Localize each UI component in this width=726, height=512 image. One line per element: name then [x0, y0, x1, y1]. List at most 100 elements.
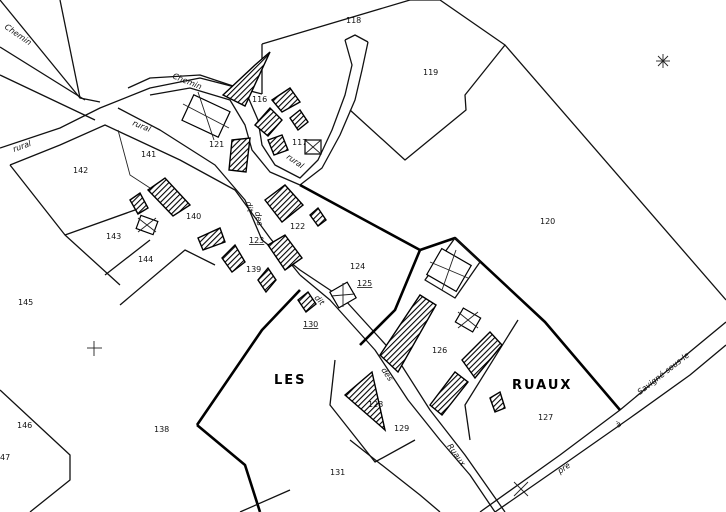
building-126-b — [461, 330, 503, 380]
structure-117-box — [304, 139, 322, 155]
road-label-des-2: des — [379, 366, 395, 383]
boundary-nw — [59, 0, 101, 103]
road-loop-outer — [127, 39, 353, 179]
road-main-north-edge — [0, 77, 263, 149]
boundary-138-131 — [196, 424, 262, 512]
parcel-121-label: 121 — [209, 140, 224, 149]
building-122-b — [309, 206, 327, 227]
boundary-128-129 — [329, 359, 416, 463]
structure-121-box — [181, 91, 231, 141]
road-savigne-edge-b — [494, 344, 726, 512]
locality-word-les: LES — [274, 373, 307, 388]
building-116-c — [254, 106, 283, 137]
parcel-130-label: 130 — [303, 320, 318, 329]
parcel-116-label: 116 — [252, 95, 267, 104]
boundary-143-144 — [104, 239, 151, 276]
boundary-118-north — [261, 0, 411, 45]
parcel-120-label: 120 — [540, 217, 555, 226]
parcel-144-label: 144 — [138, 255, 153, 264]
road-main-south-edge — [9, 124, 301, 276]
road-edge-far-west — [0, 0, 81, 99]
boundary-119 — [349, 0, 506, 161]
parcel-145-label: 145 — [18, 298, 33, 307]
parcel-146-label: 146 — [17, 421, 32, 430]
parcel-124-label: 124 — [350, 262, 365, 271]
boundary-120-east — [504, 44, 726, 301]
building-140-a — [146, 177, 192, 217]
parcel-128-label: 128 — [368, 400, 383, 409]
road-label-ruaux: Ruaux — [445, 442, 467, 468]
boundary-124-126 — [359, 249, 422, 346]
road-chemin-rural-edge-a — [0, 74, 96, 121]
boundary-146 — [0, 389, 71, 512]
building-130 — [297, 290, 317, 314]
parcel-labels: 118 119 120 116 117 121 141 142 140 143 … — [0, 16, 555, 477]
road-label-rural-loop: rural — [285, 152, 306, 171]
boxed-structures — [135, 91, 482, 333]
road-labels: Chemin rural rural Chemin rural dit des … — [3, 22, 691, 476]
building-139-a — [221, 243, 246, 273]
road-loop-end — [344, 34, 369, 43]
building-140-c — [197, 227, 226, 251]
road-label-des-1: des — [253, 211, 264, 227]
parcel-138-label: 138 — [154, 425, 169, 434]
parcel-119-label: 119 — [423, 68, 438, 77]
parcel-143-label: 143 — [106, 232, 121, 241]
survey-cross-icon — [87, 341, 102, 356]
structure-126-small — [454, 307, 482, 333]
structure-144-box — [135, 214, 159, 236]
boundary-126-127 — [464, 319, 519, 441]
road-chemin-rural-edge-b — [0, 46, 86, 101]
building-116-a — [221, 51, 271, 107]
building-116-b — [270, 87, 302, 113]
structure-126-box — [425, 247, 473, 293]
parcel-129-label: 129 — [394, 424, 409, 433]
structure-125-box — [329, 281, 357, 309]
building-122-a — [264, 184, 305, 223]
building-121 — [228, 137, 251, 173]
building-117-a — [289, 108, 309, 132]
survey-cross-icon — [513, 481, 529, 497]
survey-marks — [87, 54, 670, 497]
parcel-131-label: 131 — [330, 468, 345, 477]
road-savigne-edge-a — [479, 321, 726, 512]
parcel-122-label: 122 — [290, 222, 305, 231]
road-label-rural-w: rural — [12, 139, 33, 154]
road-label-savigne: Savigné-sous-le — [635, 350, 691, 397]
road-label-a: à — [614, 419, 623, 429]
road-ruaux-edge-b — [299, 274, 496, 512]
boundary-142-143 — [64, 209, 136, 236]
parcel-126-label: 126 — [432, 346, 447, 355]
building-117-b — [267, 134, 289, 156]
parcel-117-label: 117 — [292, 138, 307, 147]
locality-name: LES RUAUX — [274, 373, 572, 393]
survey-cross-icon — [656, 54, 670, 68]
road-label-dit-1: dit — [244, 201, 255, 214]
boundary-138-east — [195, 289, 301, 426]
building-126-a — [379, 294, 437, 374]
parcel-125-label: 125 — [357, 279, 372, 288]
building-127 — [489, 390, 506, 413]
parcel-123-label: 123 — [249, 236, 264, 245]
boundary-131 — [349, 439, 441, 512]
boundary-144-145 — [119, 249, 216, 306]
parcel-142-label: 142 — [73, 166, 88, 175]
boundary-142-west — [9, 164, 121, 286]
parcel-141-label: 141 — [141, 150, 156, 159]
building-123 — [267, 234, 303, 271]
parcel-118-label: 118 — [346, 16, 361, 25]
road-label-pre: pre — [555, 461, 572, 477]
building-128 — [343, 370, 387, 432]
parcel-127-label: 127 — [538, 413, 553, 422]
boundary-141-142 — [117, 129, 151, 189]
road-main-inner — [117, 107, 263, 241]
building-126-c — [429, 371, 469, 416]
road-label-rural-mid: rural — [131, 119, 152, 135]
parcel-140-label: 140 — [186, 212, 201, 221]
parcel-47-label: 47 — [0, 453, 10, 462]
locality-word-ruaux: RUAUX — [512, 378, 572, 393]
